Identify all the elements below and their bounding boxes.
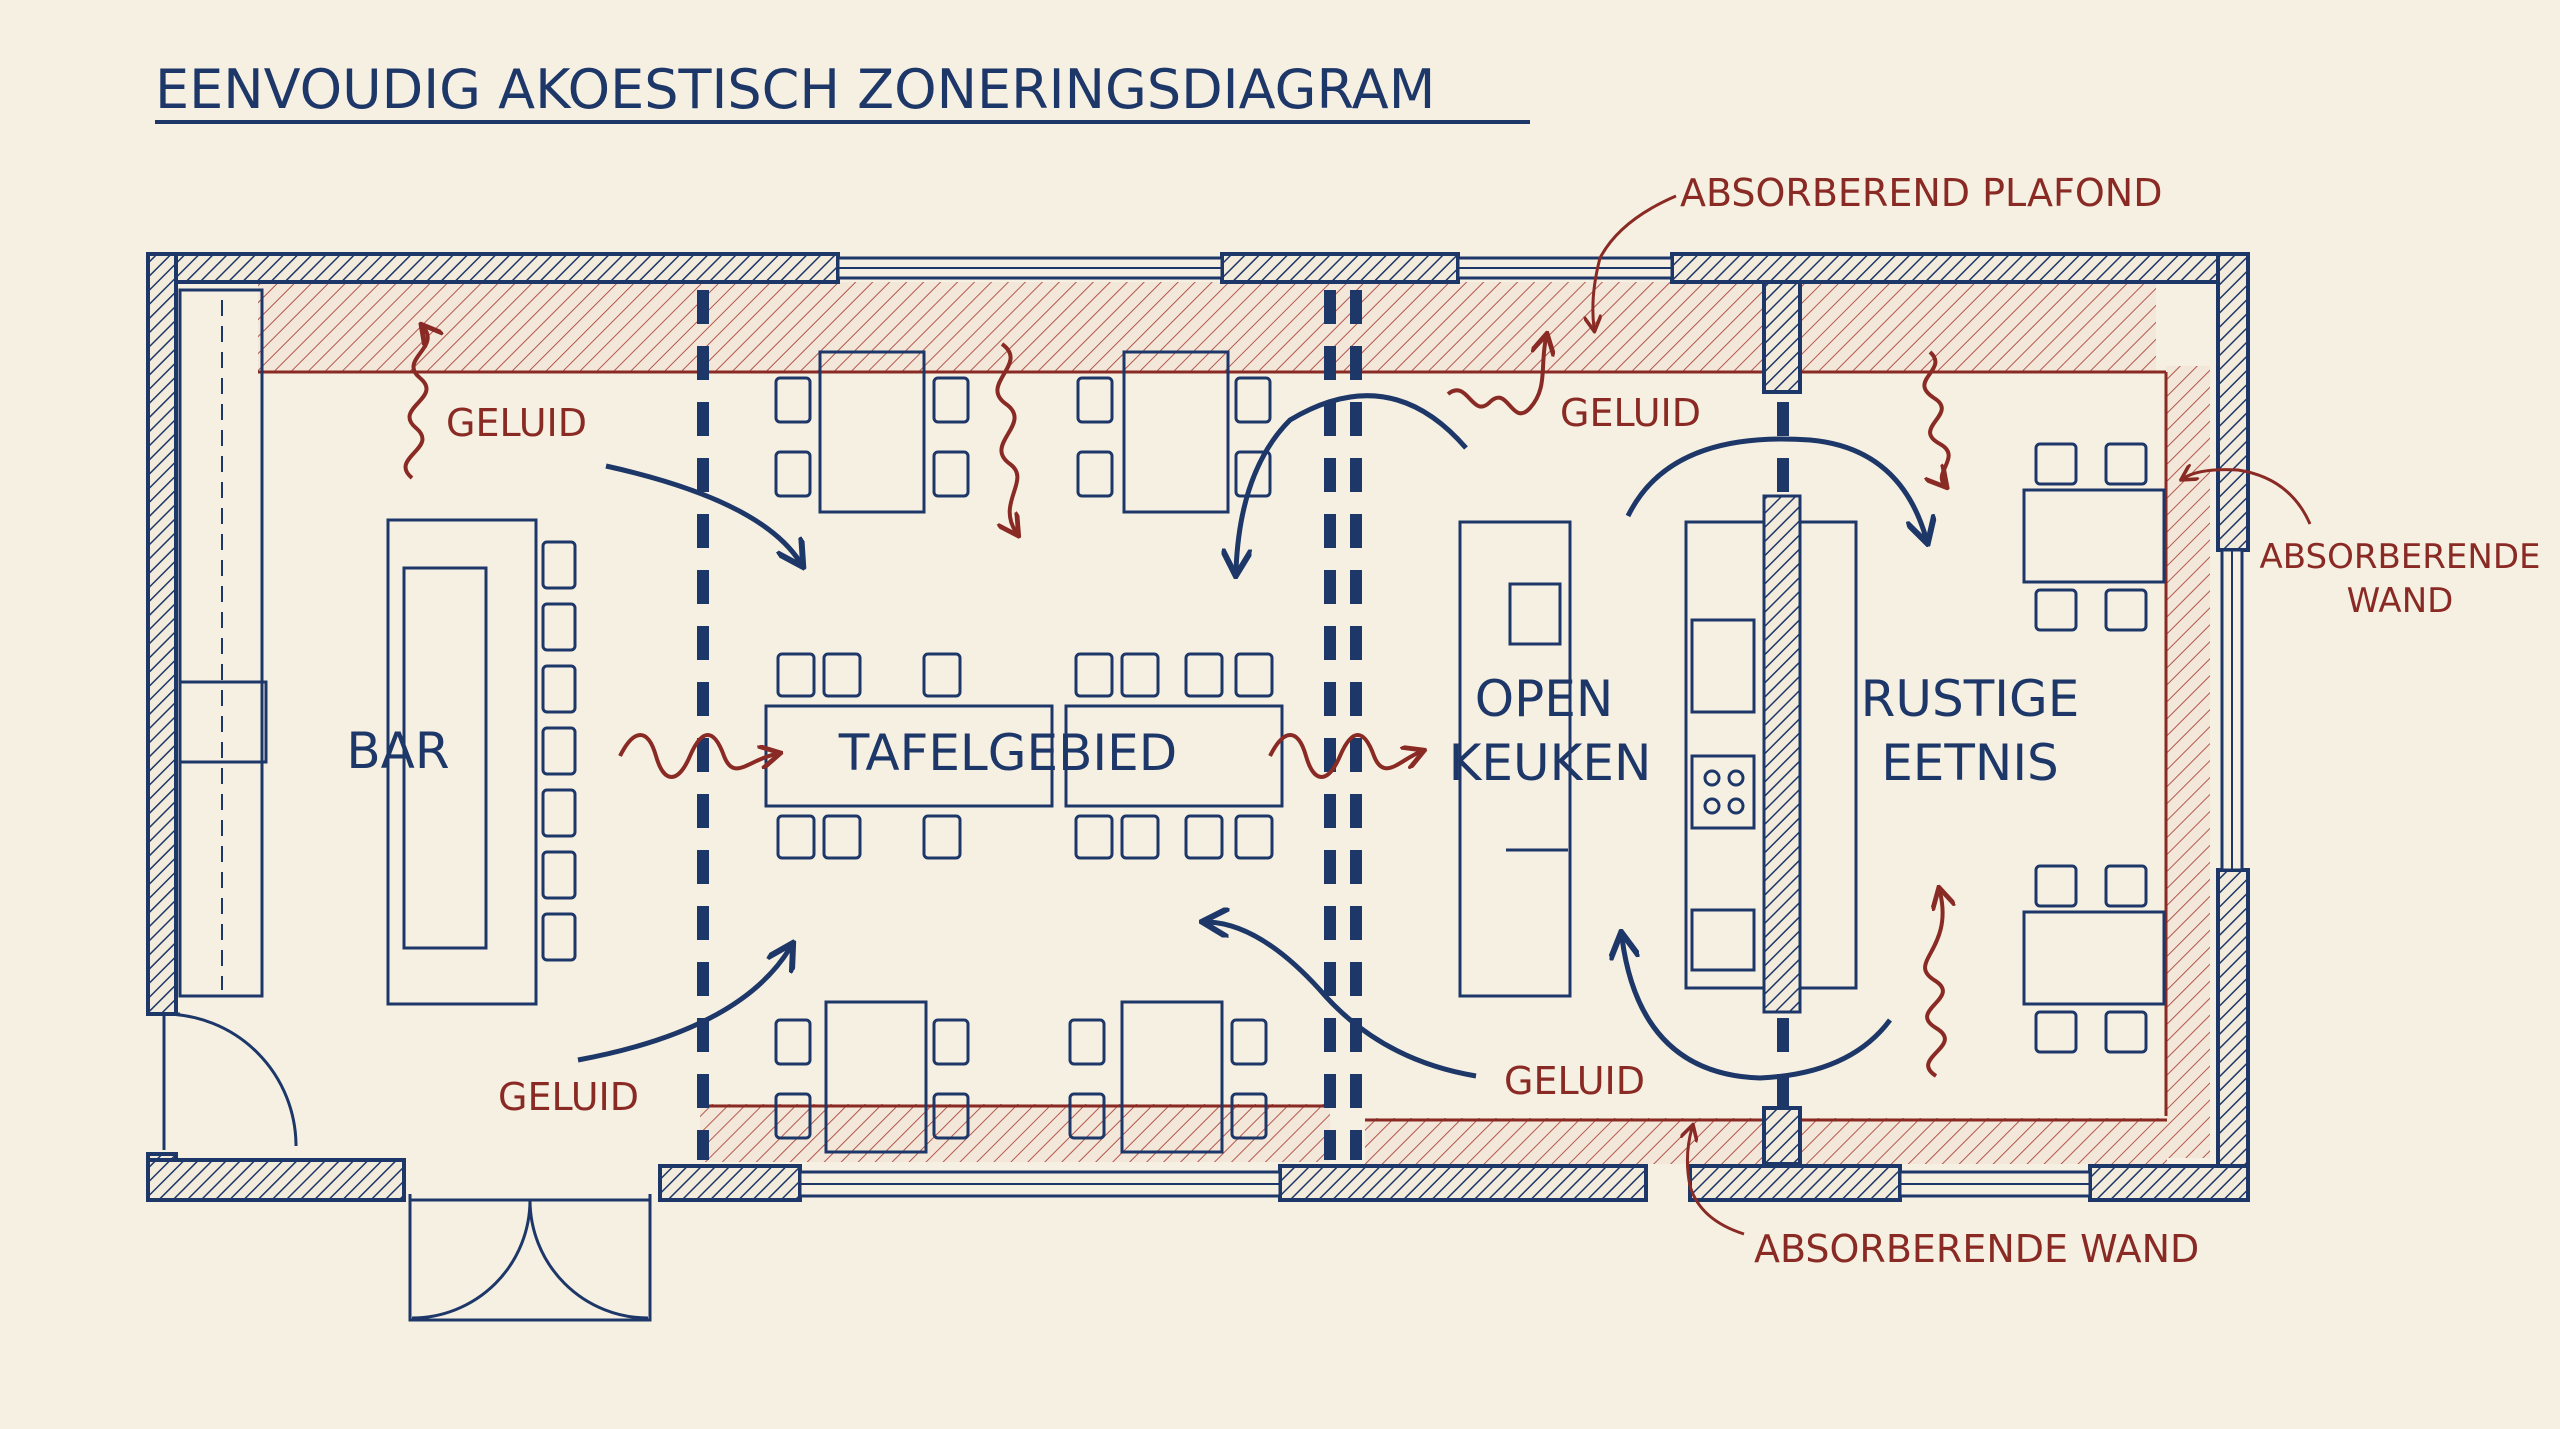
sound-waves (403, 328, 1951, 1078)
sound-label-bottom-right: GELUID (1504, 1059, 1645, 1103)
zone-label-rustige-eetnis-line1: RUSTIGE (1861, 670, 2080, 728)
entrance (162, 1012, 652, 1322)
sound-wave-tables-down (995, 342, 1017, 532)
flow-arrow-kitchen-bottom (1208, 922, 1477, 1079)
flow-arrow-kitchen-top (1236, 393, 1468, 570)
flow-arrow-bar-to-tables (605, 463, 800, 562)
niche-tables (2022, 442, 2166, 1054)
zone-label-open-keuken-line2: KEUKEN (1449, 734, 1652, 792)
outer-walls (146, 252, 2250, 1202)
flow-arrow-niche-top (1625, 436, 1926, 538)
callout-absorberende-wand-bottom: ABSORBERENDE WAND (1754, 1227, 2199, 1271)
leader-wall-right (2184, 470, 2312, 525)
zone-label-rustige-eetnis-line2: EETNIS (1881, 734, 2059, 792)
sound-label-top-right: GELUID (1560, 391, 1701, 435)
sound-wave-tables-right (1268, 733, 1420, 779)
flow-arrow-niche-bottom (1622, 938, 1893, 1081)
callout-absorberende-wand-right-line2: WAND (2347, 581, 2454, 621)
dining-tables (764, 350, 1284, 1154)
bar-furniture (178, 288, 577, 1006)
zone-label-bar: BAR (346, 722, 449, 780)
sound-wave-bar-up (403, 328, 428, 480)
zone-label-tafelgebied: TAFELGEBIED (838, 724, 1178, 782)
page-title: EENVOUDIG AKOESTISCH ZONERINGSDIAGRAM (155, 58, 1435, 121)
sound-label-bottom-left: GELUID (498, 1075, 639, 1119)
zone-dividers (697, 290, 1789, 1160)
callout-absorberende-wand-right-line1: ABSORBERENDE (2260, 537, 2541, 577)
kitchen-furniture (1458, 494, 1858, 1014)
kitchen-wall-stubs (1762, 280, 1802, 1166)
sound-wave-niche-bottom (1923, 892, 1945, 1078)
absorbing-panels (258, 282, 2210, 1164)
callout-absorbend-plafond: ABSORBEREND PLAFOND (1680, 171, 2163, 215)
flow-arrows (577, 393, 1926, 1081)
sound-wave-bar-right (618, 733, 776, 779)
leader-wall-bottom (1687, 1128, 1745, 1236)
flow-arrow-bar-bottom (577, 948, 790, 1063)
zone-label-open-keuken-line1: OPEN (1475, 670, 1614, 728)
callout-leaders (1593, 194, 2312, 1236)
sound-wave-kitchen-up (1446, 338, 1546, 416)
leader-ceiling (1593, 194, 1677, 328)
sound-wave-niche-top (1922, 350, 1951, 484)
sound-label-top-left: GELUID (446, 401, 587, 445)
